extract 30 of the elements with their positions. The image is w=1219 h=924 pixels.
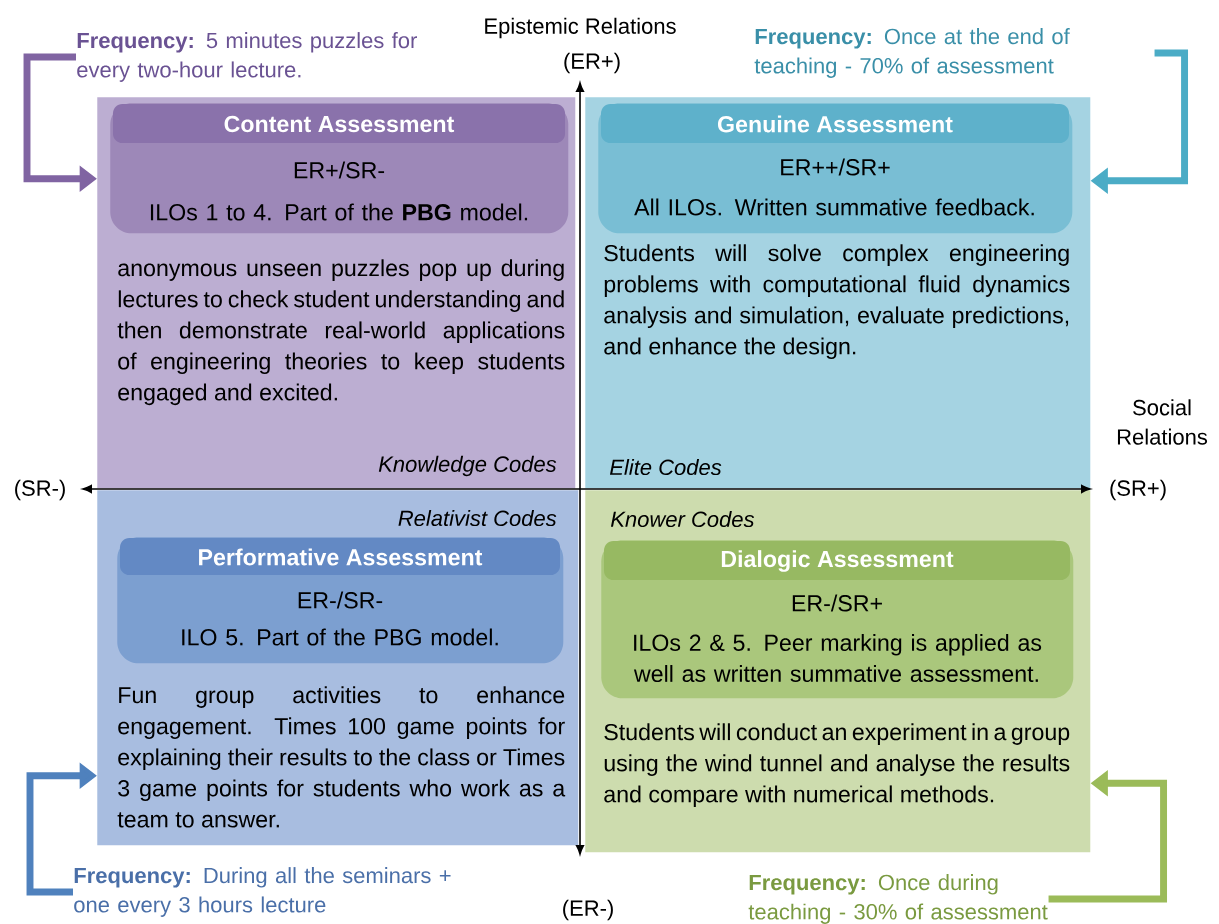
axis-label: (ER-) (563, 899, 613, 921)
frequency-note: Frequency: Once during teaching - 30% of assessment (748, 874, 1048, 924)
body-text: Students will solve complex engineering problems with computational fluid dynamics analysis and simulation, evaluate predictions, and enhance the design. (604, 244, 1070, 360)
axis-label: Social Relations (1117, 399, 1208, 445)
body-text: Fun group activities to enhance engagement. Times 100 game points for explaining their results to the class or Times 3 game points for students who work as a team to answer. (117, 686, 566, 828)
axis-label: (ER+) (564, 52, 620, 74)
card-text: All ILOs. Written summative feedback. (634, 198, 1034, 216)
axis-label: (SR-) (15, 479, 65, 501)
code-label: Knowledge Codes (378, 455, 557, 477)
code-text: ER-/SR- (298, 591, 383, 609)
card-text: ILOs 2 & 5. Peer marking is applied as well as written summative assessment. (633, 633, 1042, 683)
code-label: Elite Codes (609, 458, 722, 476)
card-heading: Dialogic Assessment (721, 550, 954, 572)
card-heading: Content Assessment (224, 115, 455, 133)
code-text: ER+/SR- (294, 161, 385, 179)
body-text: anonymous unseen puzzles pop up during lectures to check student understanding and then demonstrate real-world applications of engineering theories to keep students engaged and excited. (117, 259, 565, 406)
code-label: Knower Codes (610, 510, 755, 528)
axis-label: (SR+) (1110, 479, 1166, 501)
frequency-note: Frequency: During all the seminars + one every 3 hours lecture (74, 867, 451, 917)
card-text: ILO 5. Part of the PBG model. (182, 628, 498, 646)
card-heading: Genuine Assessment (718, 115, 953, 133)
frequency-note: Frequency: Once at the end of teaching - 70% of assessment (754, 28, 1070, 78)
card-text: ILOs 1 to 4. Part of the PBG model. (150, 203, 528, 221)
body-text: Students will conduct an experiment in a group using the wind tunnel and analyse the results and compare with numerical methods. (604, 723, 1070, 808)
code-text: ER-/SR+ (792, 594, 882, 612)
code-label: Relativist Codes (398, 509, 557, 527)
axis-label: Epistemic Relations (485, 17, 676, 39)
code-text: ER++/SR+ (781, 158, 890, 176)
frequency-note: Frequency: 5 minutes puzzles for every two-hour lecture. (77, 32, 417, 82)
card-heading: Performative Assessment (199, 548, 483, 566)
